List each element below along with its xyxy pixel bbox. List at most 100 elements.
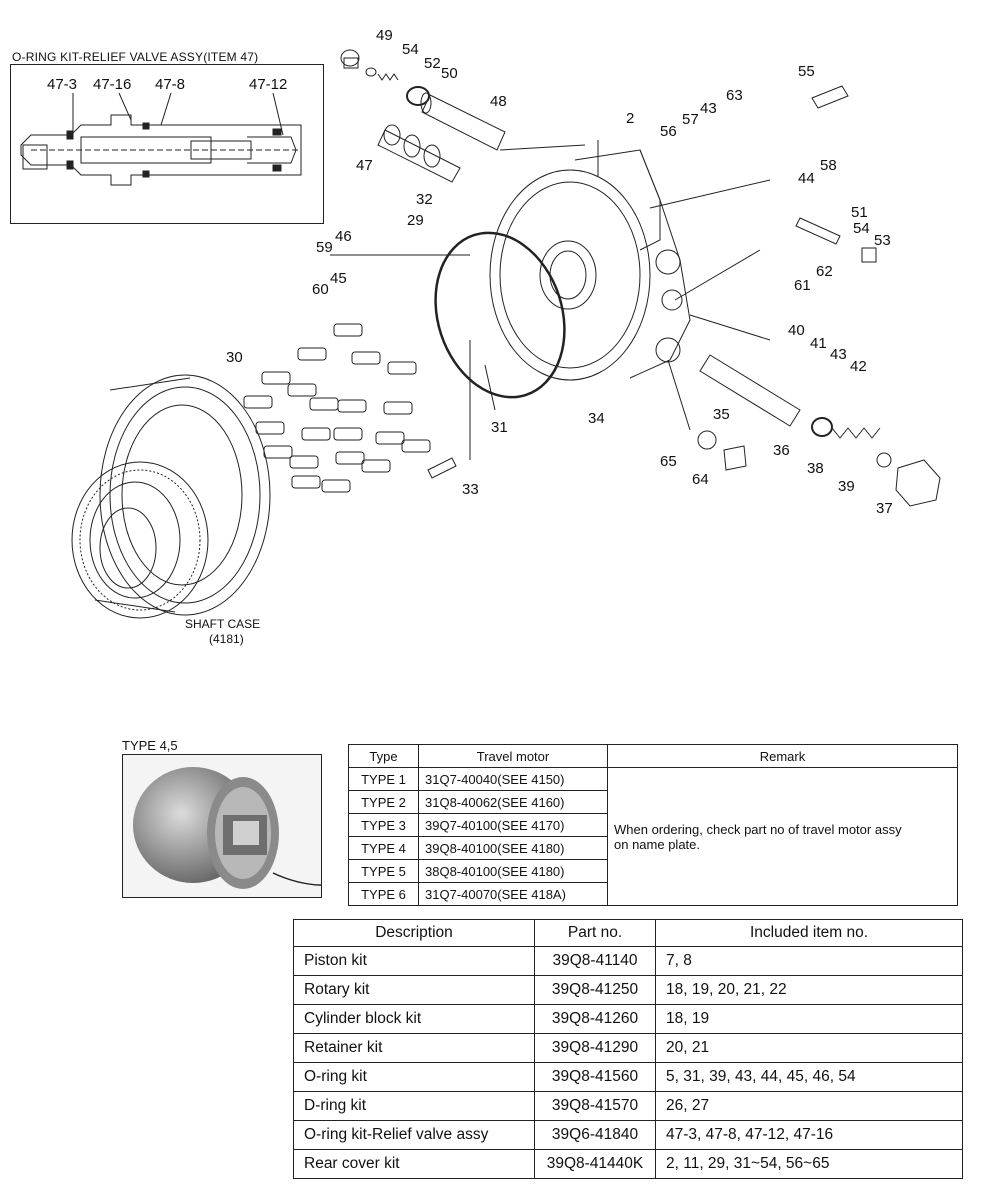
- table-row: Piston kit 39Q8-41140 7, 8: [293, 946, 963, 976]
- motor-cell: 31Q7-40070(SEE 418A): [418, 882, 608, 906]
- description-cell: Retainer kit: [293, 1033, 535, 1063]
- table-row: Rear cover kit 39Q8-41440K 2, 11, 29, 31…: [293, 1149, 963, 1179]
- description-cell: Rotary kit: [293, 975, 535, 1005]
- cap-37-drawing: [895, 459, 941, 507]
- type-cell: TYPE 5: [348, 859, 419, 883]
- callout: 38: [807, 460, 824, 477]
- included-items-cell: 47-3, 47-8, 47-12, 47-16: [655, 1120, 963, 1150]
- part-number-cell: 39Q8-41570: [534, 1091, 656, 1121]
- callout: 41: [810, 335, 827, 352]
- included-items-cell: 18, 19, 20, 21, 22: [655, 975, 963, 1005]
- type-cell: TYPE 3: [348, 813, 419, 837]
- description-cell: O-ring kit: [293, 1062, 535, 1092]
- plug-49-drawing: [340, 49, 360, 69]
- callout: 47: [356, 157, 373, 174]
- part-callouts: 49 54 52 50 48 2 63 55 43 57 56 58 44 47…: [226, 27, 893, 517]
- callout: 48: [490, 93, 507, 110]
- callout: 65: [660, 453, 677, 470]
- callout: 39: [838, 478, 855, 495]
- type-cell: TYPE 6: [348, 882, 419, 906]
- rear-cover-drawing: [489, 149, 691, 381]
- table-row: TYPE 6 31Q7-40070(SEE 418A): [348, 882, 958, 906]
- column-header: Part no.: [534, 919, 656, 947]
- part-number-cell: 39Q8-41250: [534, 975, 656, 1005]
- plug-53-drawing: [861, 247, 877, 263]
- shaft-case-drawing: [71, 374, 271, 619]
- callout: 46: [335, 228, 352, 245]
- callout: 51: [851, 204, 868, 221]
- callout: 34: [588, 410, 605, 427]
- callout: 30: [226, 349, 243, 366]
- column-header: Travel motor: [418, 744, 608, 768]
- included-items-cell: 7, 8: [655, 946, 963, 976]
- callout: 2: [626, 110, 634, 127]
- travel-motor-photo: [122, 754, 322, 898]
- leader-lines: [330, 140, 771, 460]
- spring-38-drawing: [831, 427, 881, 439]
- callout: 54: [853, 220, 870, 237]
- table-row: TYPE 3 39Q7-40100(SEE 4170): [348, 813, 958, 837]
- callout: 60: [312, 281, 329, 298]
- callout: 49: [376, 27, 393, 44]
- shaft-case-number: (4181): [209, 632, 244, 646]
- o-ring-65-drawing: [697, 430, 717, 450]
- ring-36-drawing: [811, 417, 833, 437]
- column-header: Description: [293, 919, 535, 947]
- callout: 61: [794, 277, 811, 294]
- description-cell: Cylinder block kit: [293, 1004, 535, 1034]
- table-row: O-ring kit-Relief valve assy 39Q6-41840 …: [293, 1120, 963, 1150]
- description-cell: Piston kit: [293, 946, 535, 976]
- included-items-cell: 20, 21: [655, 1033, 963, 1063]
- table-row: Cylinder block kit 39Q8-41260 18, 19: [293, 1004, 963, 1034]
- callout: 36: [773, 442, 790, 459]
- motor-cell: 31Q8-40062(SEE 4160): [418, 790, 608, 814]
- type-cell: TYPE 4: [348, 836, 419, 860]
- callout: 32: [416, 191, 433, 208]
- o-ring-31-drawing: [434, 231, 566, 399]
- motor-cell: 39Q7-40100(SEE 4170): [418, 813, 608, 837]
- table-row: Retainer kit 39Q8-41290 20, 21: [293, 1033, 963, 1063]
- plug-64-drawing: [723, 445, 747, 471]
- callout: 55: [798, 63, 815, 80]
- shaft-case-label: SHAFT CASE: [185, 617, 260, 631]
- travel-motor-type-table: Type Travel motor Remark TYPE 1 31Q7-400…: [348, 744, 958, 906]
- callout: 33: [462, 481, 479, 498]
- type-photo-caption: TYPE 4,5: [122, 738, 178, 753]
- table-header-row: Type Travel motor Remark: [348, 744, 958, 768]
- type-cell: TYPE 1: [348, 767, 419, 791]
- bolt-55-drawing: [811, 85, 849, 109]
- washer-50-drawing: [406, 86, 430, 106]
- table-row: O-ring kit 39Q8-41560 5, 31, 39, 43, 44,…: [293, 1062, 963, 1092]
- description-cell: O-ring kit-Relief valve assy: [293, 1120, 535, 1150]
- motor-cell: 39Q8-40100(SEE 4180): [418, 836, 608, 860]
- inset-label: 47-8: [155, 76, 185, 93]
- callout: 57: [682, 111, 699, 128]
- callout: 37: [876, 500, 893, 517]
- callout: 43: [700, 100, 717, 117]
- callout: 63: [726, 87, 743, 104]
- part-number-cell: 39Q8-41260: [534, 1004, 656, 1034]
- callout: 29: [407, 212, 424, 229]
- description-cell: Rear cover kit: [293, 1149, 535, 1179]
- callout: 52: [424, 55, 441, 72]
- callout: 45: [330, 270, 347, 287]
- part-number-cell: 39Q6-41840: [534, 1120, 656, 1150]
- part-number-cell: 39Q8-41290: [534, 1033, 656, 1063]
- callout: 43: [830, 346, 847, 363]
- callout: 42: [850, 358, 867, 375]
- inset-label: 47-12: [249, 76, 287, 93]
- table-row: Rotary kit 39Q8-41250 18, 19, 20, 21, 22: [293, 975, 963, 1005]
- spring-52-drawing: [377, 73, 399, 81]
- description-cell: D-ring kit: [293, 1091, 535, 1121]
- column-header: Remark: [607, 744, 958, 768]
- relief-valve-inset: 47-3 47-16 47-8 47-12: [10, 64, 324, 224]
- table-row: D-ring kit 39Q8-41570 26, 27: [293, 1091, 963, 1121]
- part-number-cell: 39Q8-41440K: [534, 1149, 656, 1179]
- callout: 50: [441, 65, 458, 82]
- type-cell: TYPE 2: [348, 790, 419, 814]
- column-header: Type: [348, 744, 419, 768]
- o-ring-39-drawing: [876, 452, 892, 468]
- spool-35-drawing: [699, 354, 801, 427]
- included-items-cell: 18, 19: [655, 1004, 963, 1034]
- pin-51-drawing: [795, 217, 841, 245]
